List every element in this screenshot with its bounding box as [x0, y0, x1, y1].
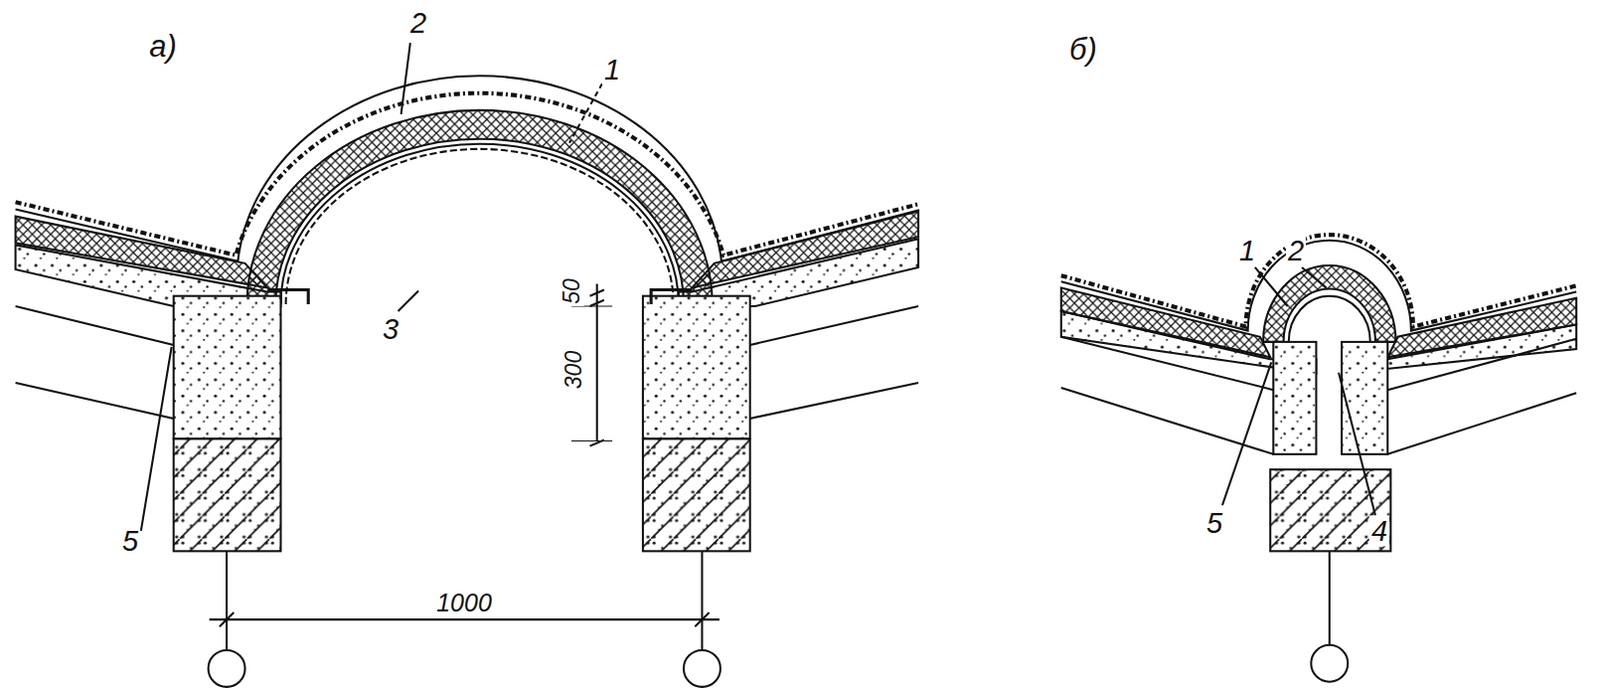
callout-label: 5 — [1204, 507, 1225, 539]
callout-label: 2 — [1285, 235, 1306, 267]
callout-label: 50 — [559, 276, 585, 307]
callout-label: а) — [147, 29, 179, 63]
callout-label: 4 — [1369, 515, 1390, 547]
callout-label: 1 — [1237, 235, 1258, 267]
callout-label: 300 — [561, 348, 587, 391]
callout-label: 1 — [602, 54, 623, 86]
callout-label: б) — [1067, 32, 1100, 66]
callout-label: 1000 — [434, 589, 494, 617]
callout-label: 3 — [380, 314, 401, 345]
callout-label: 2 — [408, 7, 429, 39]
callout-label: 5 — [120, 525, 141, 557]
